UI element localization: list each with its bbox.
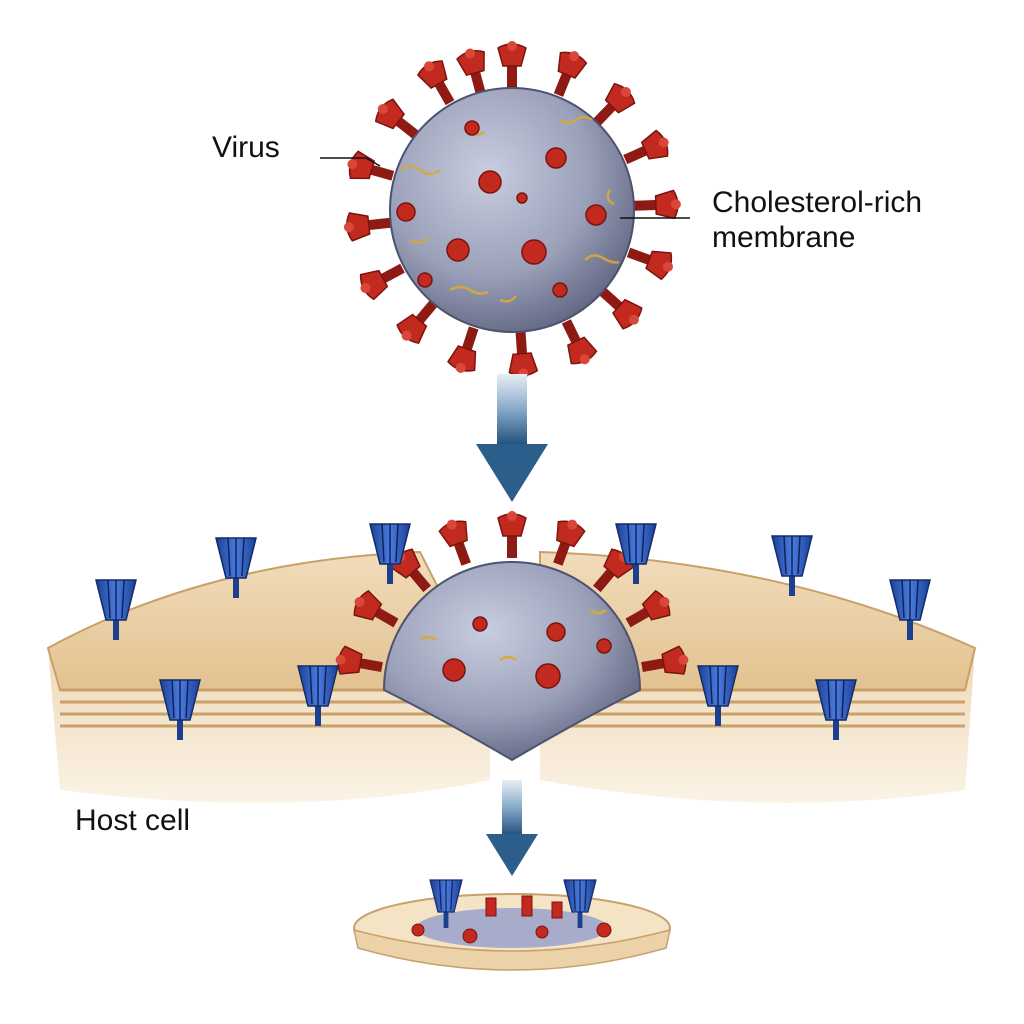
fusing-virus (332, 510, 692, 762)
virus-particle (341, 40, 683, 381)
virus-label: Virus (212, 131, 280, 164)
membrane-label: Cholesterol-rich membrane (712, 186, 922, 255)
host-cell-membrane (46, 550, 977, 803)
membrane-label-line2: membrane (712, 220, 856, 254)
virus-envelope (389, 87, 635, 333)
surface-proteins (396, 120, 607, 298)
lipid-strands (399, 115, 620, 303)
membrane-label-line1: Cholesterol-rich (712, 186, 923, 219)
fused-membrane-result (353, 879, 671, 971)
virus-leader-line (320, 157, 381, 167)
host-cell-label: Host cell (75, 804, 191, 837)
down-arrow-icon (486, 780, 538, 876)
down-arrow-icon (476, 374, 548, 502)
